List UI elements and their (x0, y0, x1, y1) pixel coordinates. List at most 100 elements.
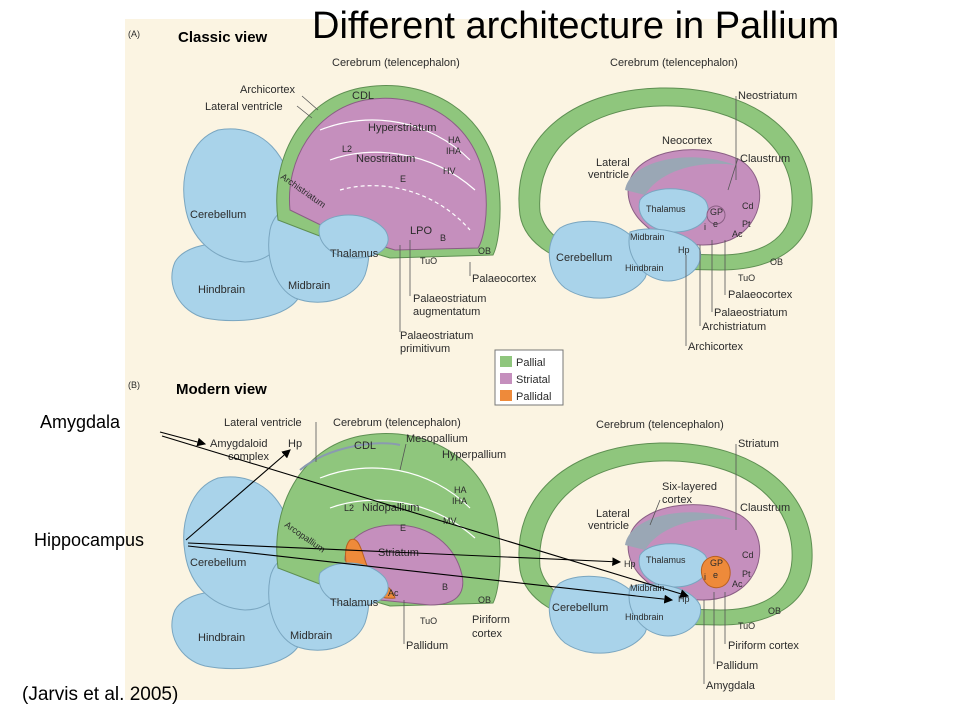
bird-lamina-2 (329, 499, 476, 539)
label-thalamus: Thalamus (330, 597, 379, 609)
mammal-brain-modern (518, 442, 813, 654)
label-gp: GP (710, 207, 723, 217)
label-ac: Ac (732, 579, 743, 589)
label-neocortex: Neocortex (662, 135, 713, 147)
label-i: i (704, 572, 706, 582)
label-lateral-ventricle: Lateral (596, 157, 630, 169)
callout-amygdala: Amygdala (40, 412, 121, 432)
label-palaeostriatum-prim: Palaeostriatum (400, 330, 473, 342)
label-e: e (713, 570, 718, 580)
mammal-cerebellum (548, 220, 648, 299)
panel-b-heading: Modern view (176, 381, 267, 398)
label-six-layered-2: cortex (662, 494, 692, 506)
bird-lamina-3 (339, 185, 471, 231)
mammal-gp (706, 205, 726, 225)
label-palaeocortex: Palaeocortex (472, 273, 537, 285)
label-lateral-ventricle-2: ventricle (588, 169, 629, 181)
label-hp-2: Hp (678, 594, 690, 604)
legend-swatch-striatal (500, 373, 512, 384)
bird-thalamus (318, 214, 389, 259)
label-cd: Cd (742, 201, 754, 211)
label-hp: Hp (624, 559, 636, 569)
bird-lamina-2 (329, 151, 476, 191)
label-iha: IHA (452, 496, 467, 506)
bird-modern-labels: Lateral ventricle Cerebrum (telencephalo… (190, 417, 510, 652)
label-hv: HV (443, 166, 456, 176)
label-piriform: Piriform cortex (728, 640, 799, 652)
label-ac: Ac (388, 588, 399, 598)
bird-thalamus (318, 562, 389, 607)
legend-swatch-pallial (500, 356, 512, 367)
label-tuo: TuO (738, 273, 755, 283)
label-i: i (704, 222, 706, 232)
panel-a-heading: Classic view (178, 29, 268, 46)
bird-brain-modern (171, 433, 501, 670)
label-thalamus: Thalamus (646, 555, 686, 565)
label-cerebellum: Cerebellum (190, 209, 246, 221)
label-mv: MV (443, 516, 457, 526)
label-archicortex: Archicortex (688, 341, 744, 353)
panel-b-tag: (B) (128, 380, 140, 390)
label-palaeostriatum-aug-2: augmentatum (413, 306, 480, 318)
label-hp: Hp (288, 438, 302, 450)
label-archistriatum: Archistriatum (702, 321, 766, 333)
mammal-ventricle (625, 512, 735, 550)
label-cerebrum: Cerebrum (telencephalon) (610, 57, 738, 69)
label-neostriatum: Neostriatum (738, 90, 797, 102)
label-cerebellum: Cerebellum (556, 252, 612, 264)
arrow-amygdala-mammal (161, 435, 690, 598)
label-tuo: TuO (738, 621, 755, 631)
label-midbrain: Midbrain (288, 280, 330, 292)
label-claustrum: Claustrum (740, 153, 790, 165)
label-amygdaloid-2: complex (228, 451, 269, 463)
label-hp: Hp (678, 245, 690, 255)
label-mesopallium: Mesopallium (406, 433, 468, 445)
legend-label-striatal: Striatal (516, 374, 550, 386)
label-hindbrain: Hindbrain (198, 632, 245, 644)
mammal-modern-leaders (649, 444, 737, 684)
label-cdl: CDL (352, 90, 374, 102)
panel-b: (B) Modern view Lateral ventricle Cerebr… (128, 380, 813, 692)
label-lateral-ventricle: Lateral (596, 508, 630, 520)
label-piriform: Piriform (472, 614, 510, 626)
mammal-brain-classic (518, 87, 813, 299)
mammal-classic-labels: Cerebrum (telencephalon) Neostriatum Neo… (556, 57, 797, 353)
label-nidopallium: Nidopallium (362, 502, 419, 514)
label-pallidum: Pallidum (406, 640, 448, 652)
label-tuo: TuO (420, 256, 437, 266)
label-cd: Cd (742, 550, 754, 560)
bird-classic-labels: Cerebrum (telencephalon) Archicortex Lat… (190, 57, 537, 355)
legend-label-pallidal: Pallidal (516, 391, 551, 403)
label-e: E (400, 523, 406, 533)
label-ac: Ac (732, 229, 743, 239)
label-hindbrain: Hindbrain (198, 284, 245, 296)
legend-swatch-pallidal (500, 390, 512, 401)
mammal-modern-labels: Cerebrum (telencephalon) Striatum Six-la… (552, 419, 799, 692)
bird-brain-classic (171, 85, 501, 322)
legend: Pallial Striatal Pallidal (494, 349, 564, 406)
label-neostriatum: Neostriatum (356, 153, 415, 165)
label-ha: HA (448, 135, 461, 145)
label-l2: L2 (342, 144, 352, 154)
label-pt: Pt (742, 569, 751, 579)
label-lpo: LPO (410, 225, 432, 237)
panel-a-tag: (A) (128, 29, 140, 39)
label-tuo: TuO (420, 616, 437, 626)
label-ob: OB (478, 595, 491, 605)
mammal-thalamus (638, 188, 709, 233)
label-thalamus: Thalamus (330, 248, 379, 260)
label-ha: HA (454, 485, 467, 495)
label-amygdala: Amygdala (706, 680, 756, 692)
mammal-ventricle (625, 157, 735, 195)
label-hindbrain: Hindbrain (625, 612, 664, 622)
citation: (Jarvis et al. 2005) (22, 684, 179, 705)
label-palaeostriatum: Palaeostriatum (714, 307, 787, 319)
label-pallidum: Pallidum (716, 660, 758, 672)
label-pt: Pt (742, 219, 751, 229)
callout-arrows (159, 431, 690, 604)
label-cerebellum: Cerebellum (552, 602, 608, 614)
label-amygdaloid: Amygdaloid (210, 438, 267, 450)
label-striatum: Striatum (738, 438, 779, 450)
arrow-hippocampus-mammal-2 (187, 545, 674, 604)
label-ob: OB (478, 246, 491, 256)
